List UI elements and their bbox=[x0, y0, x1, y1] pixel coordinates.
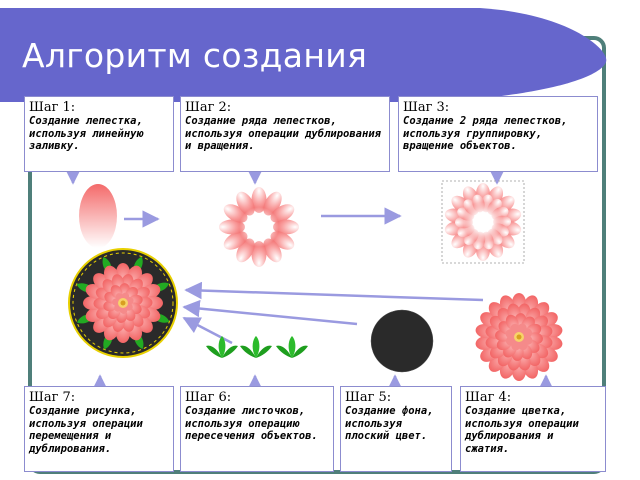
leaf-cluster bbox=[240, 336, 272, 358]
petal bbox=[219, 219, 245, 235]
petal bbox=[251, 187, 267, 213]
step-4-description: Создание цветка, используя операции дубл… bbox=[465, 405, 579, 455]
petal bbox=[273, 219, 299, 235]
step-3-box: Шаг 3: Создание 2 ряда лепестков, исполь… bbox=[398, 96, 598, 172]
page-title: Алгоритм создания bbox=[22, 36, 368, 75]
step-5-heading: Шаг 5: bbox=[345, 390, 392, 405]
leaf-cluster bbox=[206, 336, 238, 358]
arrow-leaves-to-picture bbox=[182, 316, 233, 345]
step-4-heading: Шаг 4: bbox=[465, 390, 512, 405]
step-6-box: Шаг 6: Создание листочков, используя опе… bbox=[180, 386, 334, 472]
petal-icon bbox=[79, 184, 117, 248]
step-6-heading: Шаг 6: bbox=[185, 390, 232, 405]
step-7-description: Создание рисунка, используя операции пер… bbox=[29, 405, 143, 455]
leaf-cluster bbox=[276, 336, 308, 358]
step-7-box: Шаг 7: Создание рисунка, используя опера… bbox=[24, 386, 174, 472]
background-circle-icon bbox=[370, 309, 434, 373]
leaf-icon bbox=[206, 336, 308, 358]
flower-icon bbox=[475, 293, 563, 381]
step-3-description: Создание 2 ряда лепестков, используя гру… bbox=[403, 115, 568, 152]
step-6-description: Создание листочков, используя операцию п… bbox=[185, 405, 318, 442]
petal-ring-icon bbox=[219, 187, 299, 267]
step-4-box: Шаг 4: Создание цветка, используя операц… bbox=[460, 386, 606, 472]
step-3-heading: Шаг 3: bbox=[403, 100, 450, 115]
arrow-disk-to-picture bbox=[182, 299, 358, 326]
step-7-heading: Шаг 7: bbox=[29, 390, 76, 405]
double-petal-ring-icon bbox=[441, 180, 525, 264]
step-1-heading: Шаг 1: bbox=[29, 100, 76, 115]
step-1-description: Создание лепестка, используя линейную за… bbox=[29, 115, 143, 152]
step-1-box: Шаг 1: Создание лепестка, используя лине… bbox=[24, 96, 174, 172]
composition-icon bbox=[68, 248, 178, 358]
petal bbox=[251, 241, 267, 267]
step-5-box: Шаг 5: Создание фона, используя плоский … bbox=[340, 386, 452, 472]
step-5-description: Создание фона, используя плоский цвет. bbox=[345, 405, 434, 442]
step-2-heading: Шаг 2: bbox=[185, 100, 232, 115]
step-2-description: Создание ряда лепестков, используя опера… bbox=[185, 115, 381, 152]
arrow-flower-to-picture bbox=[184, 281, 484, 302]
title-banner bbox=[0, 8, 607, 102]
step-2-box: Шаг 2: Создание ряда лепестков, использу… bbox=[180, 96, 390, 172]
